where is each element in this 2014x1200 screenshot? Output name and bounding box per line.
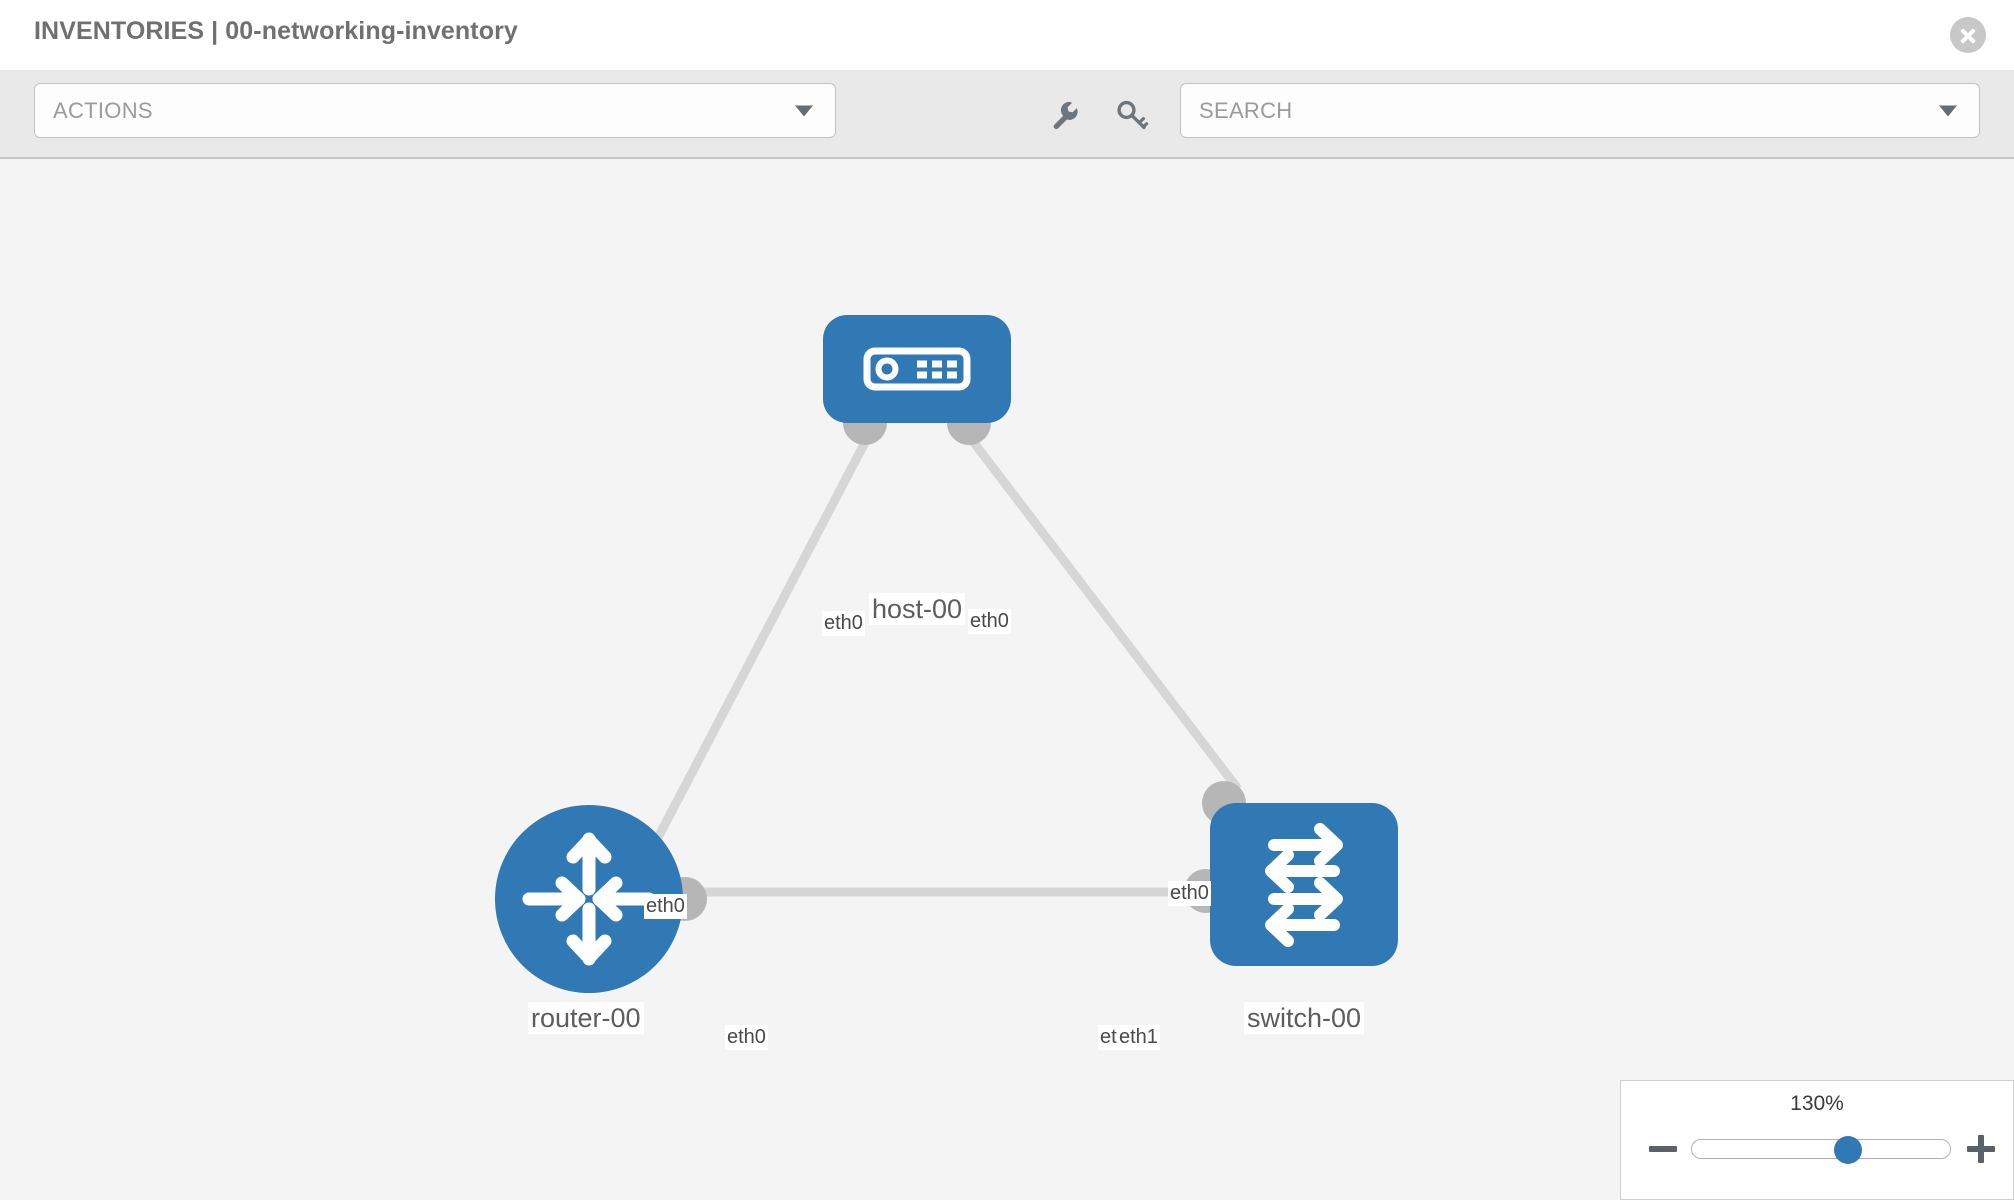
topology-links xyxy=(648,424,1242,897)
zoom-level-value: 130% xyxy=(1790,1092,1844,1115)
iface-label-router-00-eth0: eth0 xyxy=(725,1025,768,1050)
node-label-router-00: router-00 xyxy=(528,1002,644,1034)
toolbar: ACTIONS SEARCH xyxy=(0,70,2014,159)
node-label-host-00: host-00 xyxy=(869,593,966,625)
zoom-slider-thumb[interactable] xyxy=(1834,1136,1862,1164)
actions-dropdown-label: ACTIONS xyxy=(53,97,153,123)
plus-icon[interactable] xyxy=(1965,1133,1997,1165)
page-header: INVENTORIES | 00-networking-inventory xyxy=(0,0,2014,70)
topology-node-switch-00[interactable] xyxy=(1184,781,1398,966)
chevron-down-icon[interactable] xyxy=(1939,105,1957,116)
link-router00-host00 xyxy=(648,426,876,852)
search-placeholder: SEARCH xyxy=(1199,97,1293,123)
zoom-slider-track[interactable] xyxy=(1691,1136,1951,1164)
node-label-switch-00: switch-00 xyxy=(1244,1002,1365,1034)
page-title: INVENTORIES | 00-networking-inventory xyxy=(34,17,518,45)
search-input[interactable]: SEARCH xyxy=(1180,83,1980,138)
topology-node-host-00[interactable] xyxy=(823,315,1011,445)
key-icon[interactable] xyxy=(1114,97,1150,133)
actions-dropdown[interactable]: ACTIONS xyxy=(34,83,836,138)
topology-canvas[interactable]: host-00 router-00 switch-00 eth0 eth0 et… xyxy=(0,159,2014,1200)
iface-label-host-00-left: eth0 xyxy=(822,611,865,636)
link-host00-switch00 xyxy=(958,424,1242,792)
wrench-icon[interactable] xyxy=(1046,97,1082,133)
iface-label-host-00-right: eth0 xyxy=(968,609,1011,634)
host-00-shape xyxy=(823,315,1011,423)
minus-icon[interactable] xyxy=(1647,1133,1679,1165)
close-icon[interactable] xyxy=(1950,17,1986,53)
iface-label-switch-00-eth1: eth1 xyxy=(1117,1025,1160,1050)
iface-label-switch-00-uplink: eth0 xyxy=(1168,881,1211,906)
iface-label-router-00-uplink: eth0 xyxy=(644,894,687,919)
switch-00-shape xyxy=(1210,803,1398,966)
chevron-down-icon[interactable] xyxy=(795,105,813,116)
zoom-control-panel: 130% xyxy=(1620,1080,2014,1200)
